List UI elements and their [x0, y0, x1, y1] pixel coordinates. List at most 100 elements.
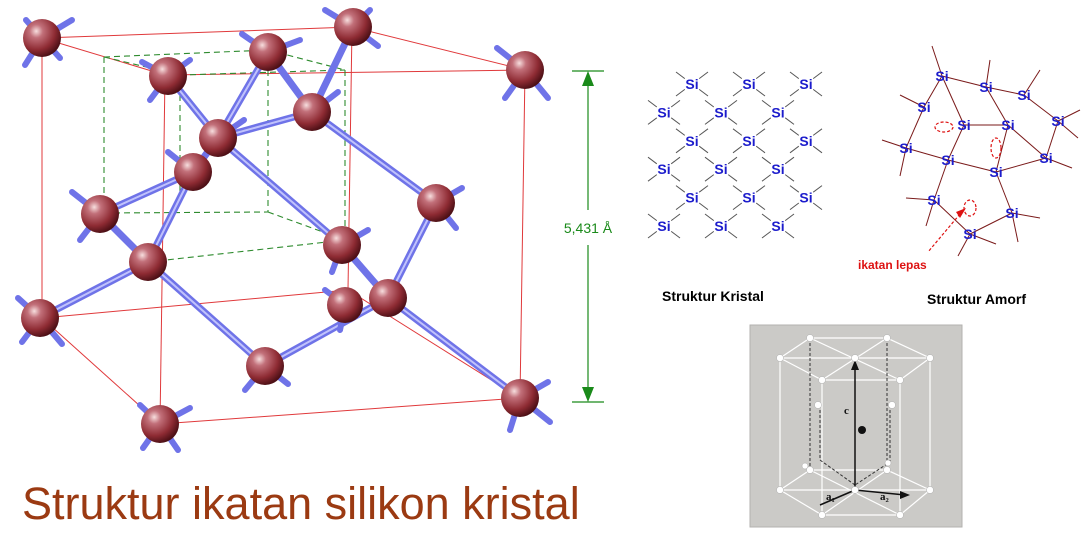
crystal-bond — [761, 213, 772, 222]
atom — [174, 153, 212, 191]
amorphous-atom-symbol: Si — [1001, 117, 1014, 133]
crystal-bond — [670, 100, 681, 108]
dangling-bond-label: ikatan lepas — [858, 258, 927, 272]
dangling-bond — [934, 121, 954, 133]
atom — [506, 51, 544, 89]
axis-c-label: c — [844, 405, 849, 417]
crystal-bond — [698, 145, 709, 154]
crystal-bond — [789, 145, 800, 154]
crystal-bond — [698, 185, 709, 193]
crystal-bond — [704, 100, 715, 108]
crystal-bond — [789, 128, 800, 136]
axis-a1-label: a₁ — [826, 491, 835, 503]
amorphous-atom-symbol: Si — [917, 99, 930, 115]
crystal-bond — [812, 71, 823, 79]
crystal-bond — [704, 156, 715, 165]
atom — [81, 195, 119, 233]
crystal-bond — [732, 89, 743, 97]
crystal-bond — [732, 202, 743, 211]
crystal-atom-symbol: Si — [799, 133, 812, 149]
crystal-bond — [755, 145, 766, 154]
crystal-bond — [761, 174, 772, 182]
crystal-bond — [732, 71, 743, 79]
crystal-bond — [789, 202, 800, 211]
crystal-bond — [755, 128, 766, 136]
crystal-bond — [755, 89, 766, 97]
crystal-bond — [698, 89, 709, 97]
crystal-bond — [675, 128, 686, 136]
crystal-bond — [727, 100, 738, 108]
crystal-bond — [698, 128, 709, 136]
crystal-bond — [789, 71, 800, 79]
amorphous-atom-symbol: Si — [927, 192, 940, 208]
atom — [293, 93, 331, 131]
crystal-bond — [675, 71, 686, 79]
crystal-bond — [784, 174, 795, 182]
crystal-bond — [704, 174, 715, 182]
lattice-constant-label: 5,431 Å — [564, 220, 613, 236]
crystal-bond — [761, 100, 772, 108]
crystal-atom-symbol: Si — [799, 76, 812, 92]
crystal-structure-title: Struktur Kristal — [662, 288, 764, 304]
crystal-bond — [755, 71, 766, 79]
crystal-bond — [727, 213, 738, 222]
crystal-bond — [647, 213, 658, 222]
amorphous-bonds — [881, 45, 1081, 257]
amorphous-atom-symbol: Si — [989, 164, 1002, 180]
crystal-atom-symbol: Si — [742, 76, 755, 92]
amorphous-atom-symbol: Si — [979, 79, 992, 95]
atom — [249, 33, 287, 71]
crystal-atom-symbol: Si — [685, 76, 698, 92]
amorphous-atom-symbol: Si — [1005, 205, 1018, 221]
lattice-constant-marker — [572, 70, 604, 403]
crystal-bond — [727, 174, 738, 182]
crystal-atom-symbol: Si — [657, 218, 670, 234]
crystal-bond — [789, 185, 800, 193]
crystal-bond — [784, 117, 795, 125]
crystal-bond — [784, 230, 795, 239]
crystal-bond — [675, 145, 686, 154]
crystal-bond — [761, 230, 772, 239]
crystal-bond — [761, 156, 772, 165]
amorphous-structure-title: Struktur Amorf — [927, 291, 1027, 307]
crystal-bond — [670, 117, 681, 125]
crystal-bond — [784, 156, 795, 165]
atom — [246, 347, 284, 385]
crystal-bond — [647, 156, 658, 165]
crystal-bond — [727, 230, 738, 239]
crystal-bond — [704, 230, 715, 239]
crystal-bond — [698, 71, 709, 79]
crystal-bond — [647, 174, 658, 182]
atom — [327, 287, 363, 323]
crystal-bond — [761, 117, 772, 125]
crystal-atom-symbol: Si — [685, 190, 698, 206]
crystal-bond — [784, 213, 795, 222]
figure-caption: Struktur ikatan silikon kristal — [22, 478, 580, 529]
crystal-bond — [704, 117, 715, 125]
crystal-bond — [812, 145, 823, 154]
crystal-bond — [789, 89, 800, 97]
silicon-atoms — [21, 8, 544, 443]
crystal-bond — [812, 128, 823, 136]
crystal-bond — [784, 100, 795, 108]
amorphous-atom-symbol: Si — [899, 140, 912, 156]
crystal-atom-symbol: Si — [714, 104, 727, 120]
crystal-bond — [732, 185, 743, 193]
crystal-atom-symbol: Si — [714, 218, 727, 234]
inner-cube-edges — [103, 49, 346, 263]
crystal-bond — [670, 156, 681, 165]
atom — [417, 184, 455, 222]
atom — [334, 8, 372, 46]
crystal-bond — [670, 174, 681, 182]
atom — [23, 19, 61, 57]
crystal-bond — [755, 202, 766, 211]
crystal-atom-symbol: Si — [657, 104, 670, 120]
crystal-atom-symbol: Si — [742, 133, 755, 149]
amorphous-atom-symbol: Si — [941, 152, 954, 168]
crystal-bond — [727, 117, 738, 125]
crystal-bond — [732, 128, 743, 136]
crystal-bond — [812, 89, 823, 97]
diamond-lattice: 5,431 Å — [15, 7, 613, 453]
